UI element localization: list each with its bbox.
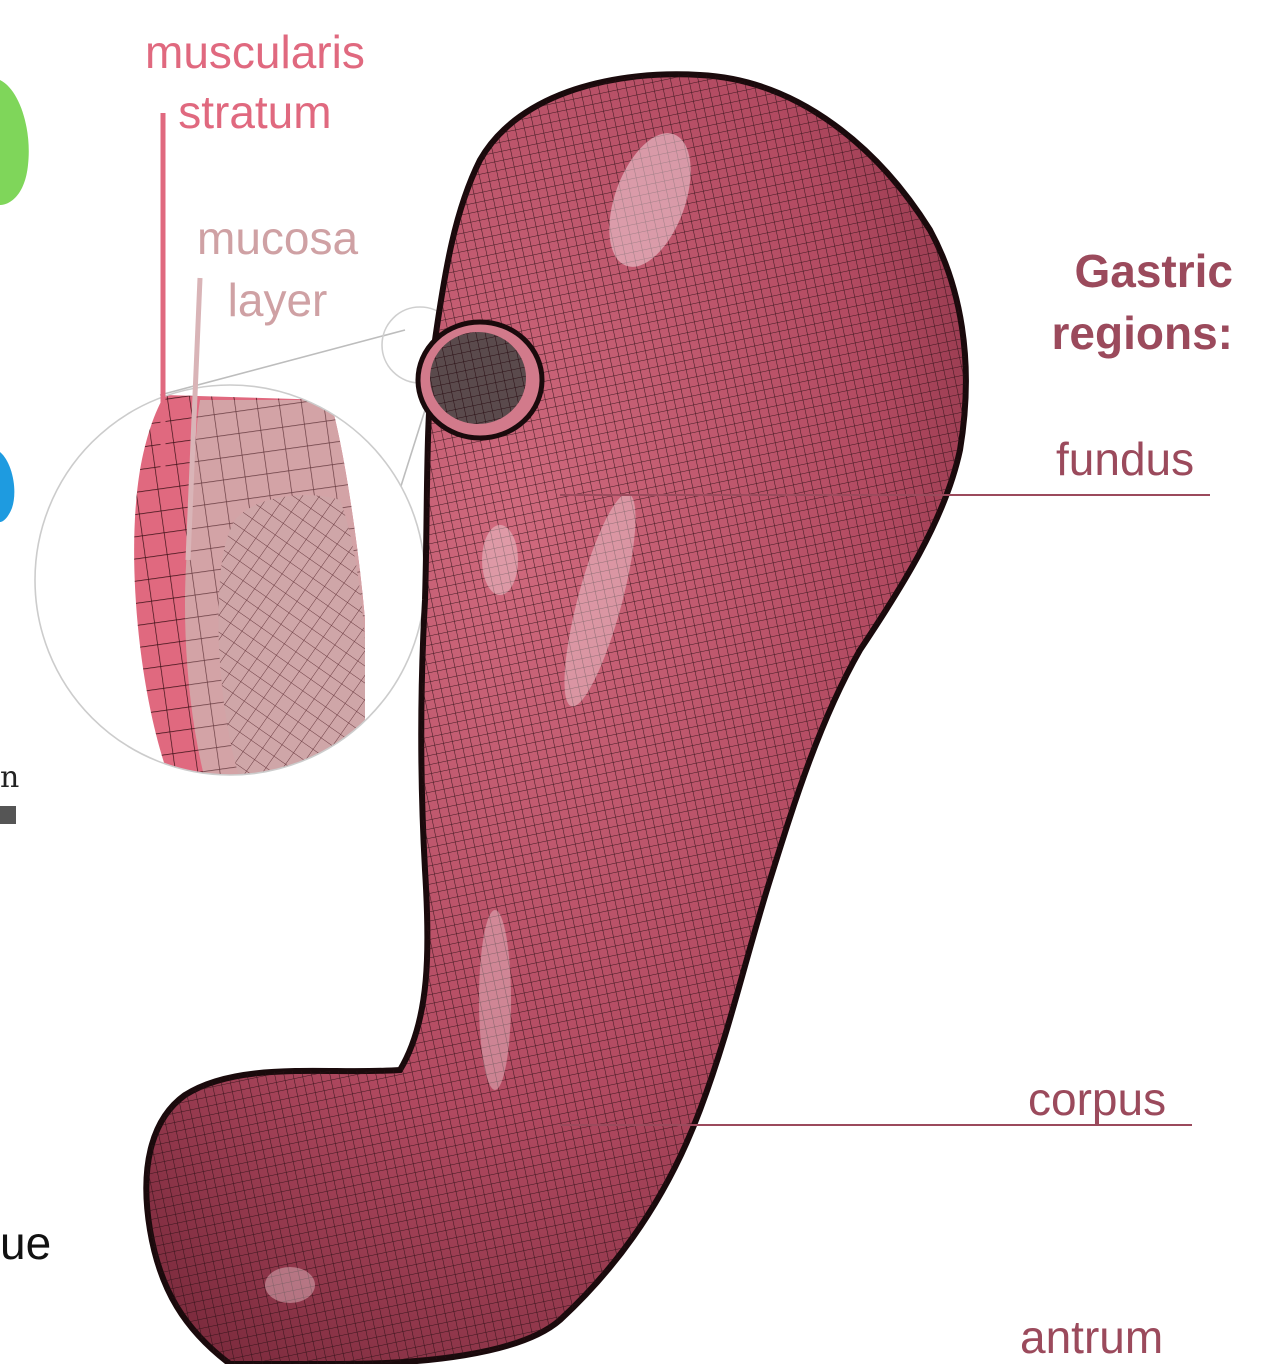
antrum-label: antrum [1020, 1310, 1163, 1364]
highlight-corpus-2 [482, 525, 518, 595]
mucosa-label: mucosa layer [197, 207, 358, 331]
scale-bar-fragment [0, 806, 16, 824]
zoom-magnifier [30, 380, 430, 780]
highlight-antrum [265, 1267, 315, 1303]
heading-line1: Gastric [1052, 240, 1233, 302]
green-organ [0, 80, 29, 205]
cropped-small-fragment: n [0, 760, 19, 795]
fundus-label: fundus [1056, 432, 1194, 486]
cropped-text-fragment: ue [0, 1216, 51, 1270]
heading-line2: regions: [1052, 302, 1233, 364]
blue-organ [0, 452, 14, 522]
muscularis-label-line2: stratum [145, 82, 365, 142]
corpus-label: corpus [1028, 1072, 1166, 1126]
muscularis-label-line1: muscularis [145, 22, 365, 82]
gastric-regions-heading: Gastric regions: [1052, 240, 1233, 364]
mucosa-label-line2: layer [197, 269, 358, 331]
mucosa-label-line1: mucosa [197, 207, 358, 269]
muscularis-label: muscularis stratum [145, 22, 365, 142]
highlight-lower [479, 910, 511, 1090]
